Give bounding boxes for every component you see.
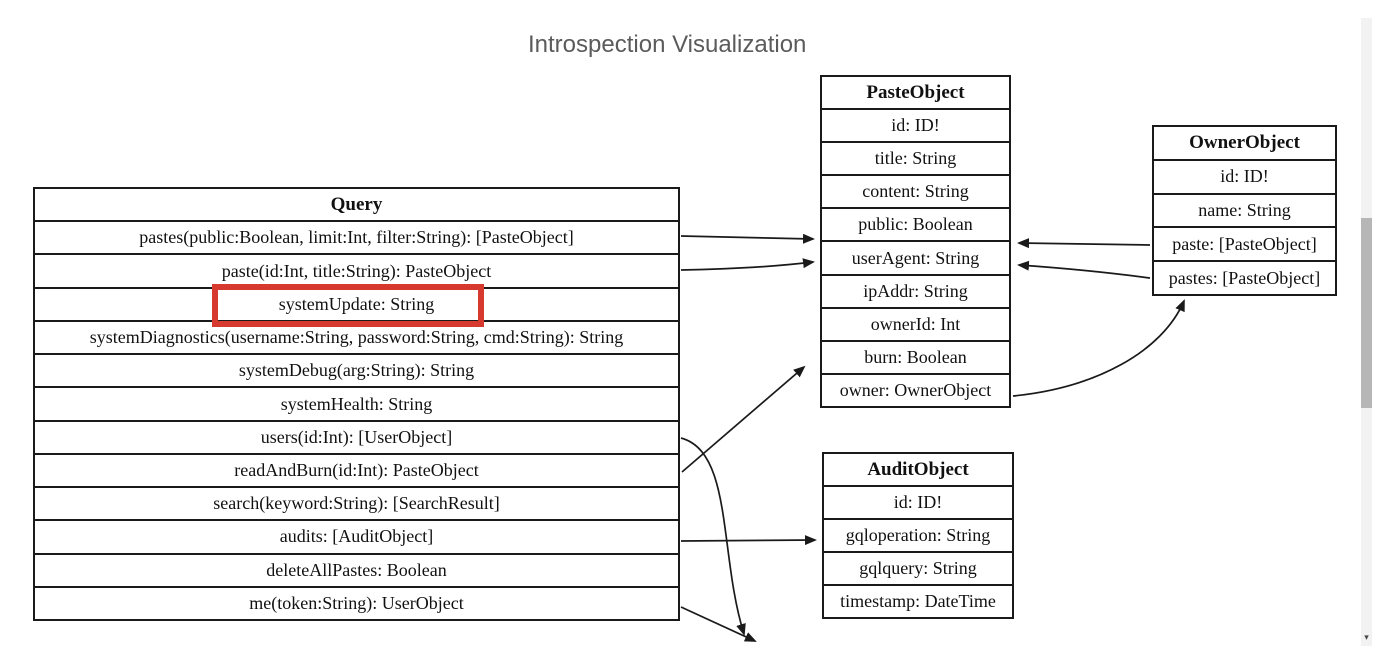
query-field-row: search(keyword:String): [SearchResult] <box>35 486 678 519</box>
query-table: Query pastes(public:Boolean, limit:Int, f… <box>33 187 680 621</box>
query-field-row: audits: [AuditObject] <box>35 519 678 552</box>
relationship-arrow-query-audits <box>680 535 817 546</box>
paste-object-field-row: title: String <box>822 141 1009 174</box>
query-field-row: readAndBurn(id:Int): PasteObject <box>35 452 678 486</box>
relationship-arrow-query-pastes <box>680 233 815 244</box>
query-field-row: deleteAllPastes: Boolean <box>35 552 678 586</box>
relationship-arrow-owner-pastes <box>1017 260 1151 279</box>
query-header: Query <box>330 193 383 215</box>
owner-object-header: OwnerObject <box>1189 131 1300 153</box>
paste-object-field-row: burn: Boolean <box>822 339 1009 373</box>
scrollbar-thumb[interactable] <box>1361 218 1372 408</box>
audit-object-field-row: timestamp: DateTime <box>824 584 1012 617</box>
relationship-arrow-owner-paste <box>1017 238 1151 249</box>
relationship-arrow-paste-owner <box>1012 299 1185 397</box>
audit-object-field-row: gqloperation: String <box>824 518 1012 551</box>
relationship-arrow-query-readAndBurn <box>681 365 806 473</box>
audit-object-field-row: gqlquery: String <box>824 551 1012 584</box>
paste-object-field-row: ipAddr: String <box>822 273 1009 307</box>
owner-object-field-row: paste: [PasteObject] <box>1154 226 1335 260</box>
relationship-arrow-query-paste <box>680 258 815 271</box>
paste-object-field-row: content: String <box>822 174 1009 207</box>
paste-object-field-row: userAgent: String <box>822 240 1009 273</box>
relationship-arrow-query-users <box>680 437 746 636</box>
relationship-arrow-query-me <box>680 606 757 642</box>
audit-object-header: AuditObject <box>867 458 969 480</box>
query-field-row: me(token:String): UserObject <box>35 585 678 619</box>
owner-object-field-row: name: String <box>1154 192 1335 227</box>
query-field-row: pastes(public:Boolean, limit:Int, filter… <box>35 220 678 253</box>
owner-object-field-row: id: ID! <box>1154 158 1335 193</box>
paste-object-header: PasteObject <box>866 81 965 103</box>
paste-object-field-row: public: Boolean <box>822 207 1009 240</box>
query-field-row: users(id:Int): [UserObject] <box>35 419 678 453</box>
query-field-row: systemHealth: String <box>35 386 678 419</box>
paste-object-field-row: ownerId: Int <box>822 306 1009 340</box>
query-field-row: paste(id:Int, title:String): PasteObject <box>35 253 678 286</box>
highlight-rectangle-systemUpdate <box>212 284 484 327</box>
paste-object-field-row: id: ID! <box>822 108 1009 141</box>
scrollbar-down-arrow-icon[interactable]: ▾ <box>1364 633 1369 643</box>
audit-object-field-row: id: ID! <box>824 485 1012 518</box>
paste-object-field-row: owner: OwnerObject <box>822 372 1009 406</box>
page-title: Introspection Visualization <box>528 31 807 58</box>
query-field-row: systemDiagnostics(username:String, passw… <box>35 319 678 353</box>
owner-object-field-row: pastes: [PasteObject] <box>1154 260 1335 294</box>
query-field-row: systemDebug(arg:String): String <box>35 353 678 386</box>
scrollbar-track[interactable]: ▾ <box>1361 18 1372 646</box>
